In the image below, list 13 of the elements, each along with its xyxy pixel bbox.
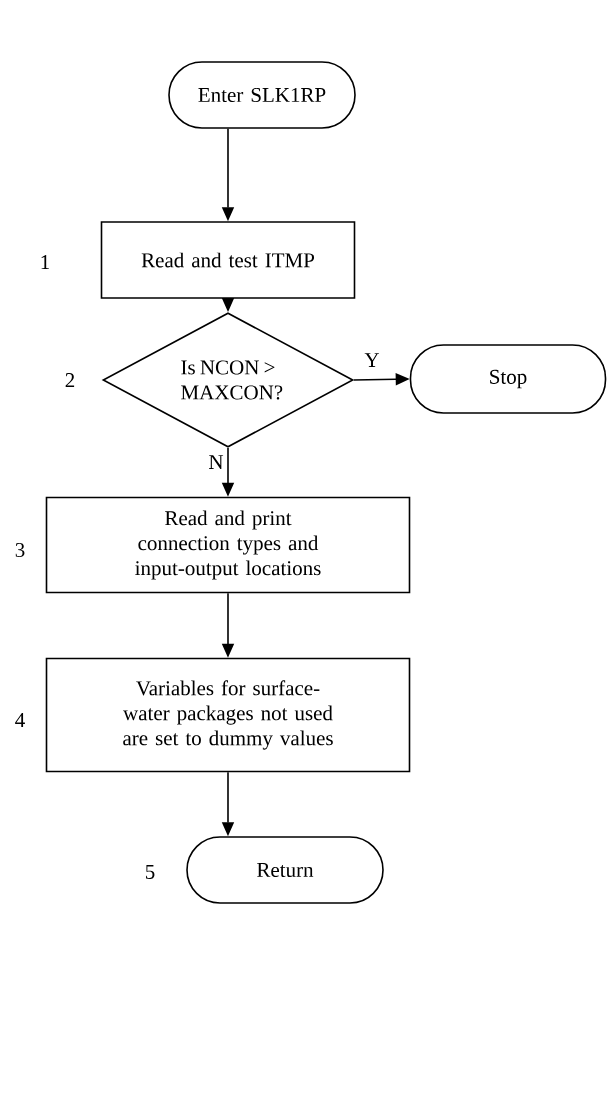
process-box: Read and print connection types and input-output locations (45, 496, 411, 594)
step-number: 4 (15, 713, 25, 727)
edge-label: N (206, 453, 226, 471)
edge-label: Y (362, 351, 382, 369)
step-number: 1 (41, 255, 49, 269)
terminal-box: Return (186, 836, 384, 904)
terminal-box: Enter SLK1RP (168, 61, 356, 129)
process-box: Read and test ITMP (100, 221, 356, 299)
process-box: Variables for surface-water packages not used are set to dummy values (45, 657, 411, 773)
step-number: 5 (145, 865, 155, 879)
step-number: 2 (65, 373, 75, 387)
step-number: 3 (15, 542, 25, 558)
terminal-box: Stop (409, 344, 607, 414)
